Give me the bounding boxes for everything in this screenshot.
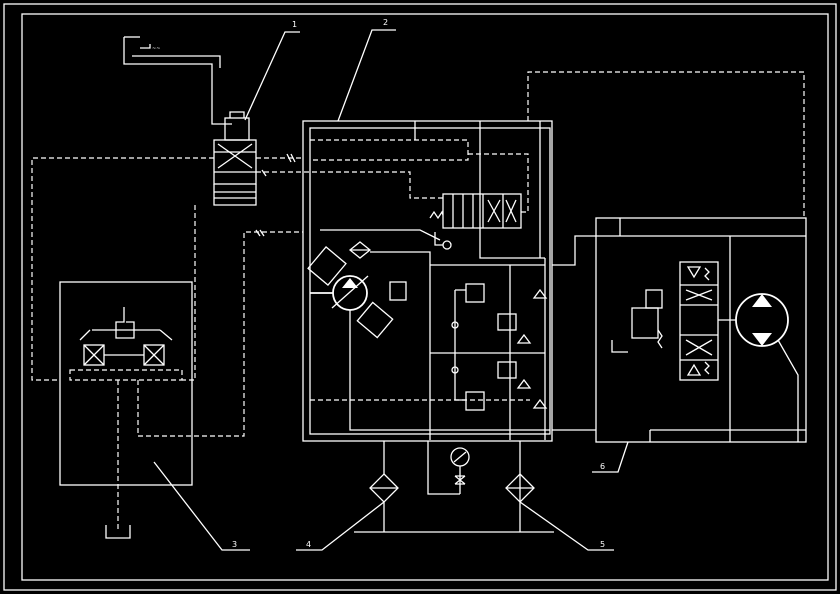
- pilot-line-left-loop: [31, 157, 214, 381]
- motor-block-6: [595, 217, 807, 443]
- actuator-block-3: [59, 281, 193, 539]
- leader-1: [244, 31, 300, 121]
- callout-2: 2: [383, 18, 388, 27]
- line-return-bottom: [137, 231, 303, 437]
- pilot-line-top-right: [527, 71, 805, 218]
- crossing-mark: [255, 229, 265, 237]
- leader-3: [153, 461, 250, 551]
- crossing-mark: [261, 169, 267, 177]
- callout-5: 5: [600, 540, 605, 549]
- pilot-line-lower: [256, 171, 443, 199]
- pilot-line-right-bend: [468, 153, 529, 213]
- leader-4: [296, 501, 385, 551]
- callout-6: 6: [600, 462, 605, 471]
- solenoid-valve-1: ~~: [123, 36, 257, 206]
- leader-5: [519, 501, 614, 551]
- pressure-gauge: [427, 441, 470, 495]
- leader-6: [592, 441, 629, 473]
- inner-frame: [21, 13, 829, 581]
- main-line-right: [552, 235, 596, 266]
- leader-2: [337, 29, 396, 122]
- outer-frame: [3, 3, 837, 591]
- line-left-vertical: [182, 205, 196, 381]
- crossing-mark: [286, 153, 296, 163]
- filter-5: [505, 441, 535, 532]
- svg-text:~~: ~~: [152, 46, 160, 52]
- callout-3: 3: [232, 540, 237, 549]
- callout-4: 4: [306, 540, 311, 549]
- filter-4: [369, 441, 399, 532]
- callout-1: 1: [292, 20, 297, 29]
- main-valve-block-2: [302, 120, 553, 442]
